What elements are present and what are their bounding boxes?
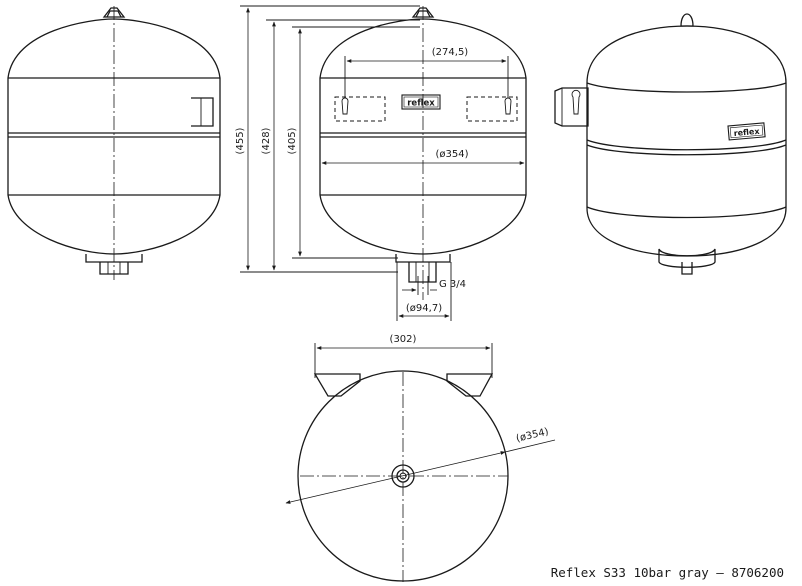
dim-947-label: (ø94,7) (406, 303, 442, 314)
drawing-caption: Reflex S33 10bar gray – 8706200 (550, 565, 784, 580)
dim-302-label: (302) (390, 334, 417, 345)
dim-274-label: (274,5) (432, 47, 469, 58)
front-view: reflex (274,5) (ø354) G 3/4 (ø94,7) (319, 6, 527, 321)
reflex-logo-text: reflex (407, 99, 435, 109)
dim-428-label: (428) (261, 127, 272, 154)
side-view-left (7, 6, 221, 280)
reflex-logo (401, 94, 441, 110)
reflex-logo-perspective: reflex (727, 122, 766, 141)
dim-354-top-label: (ø354) (515, 426, 550, 444)
height-dimensions: (455) (428) (405) (235, 5, 420, 273)
top-view: (302) (ø354) (285, 334, 556, 582)
dim-455-label: (455) (235, 127, 246, 154)
thread-label: G 3/4 (439, 279, 466, 290)
dim-405-label: (405) (287, 127, 298, 154)
reflex-logo-perspective-text: reflex (733, 127, 760, 138)
dim-354-front-label: (ø354) (435, 149, 468, 160)
perspective-view: reflex (554, 13, 787, 275)
